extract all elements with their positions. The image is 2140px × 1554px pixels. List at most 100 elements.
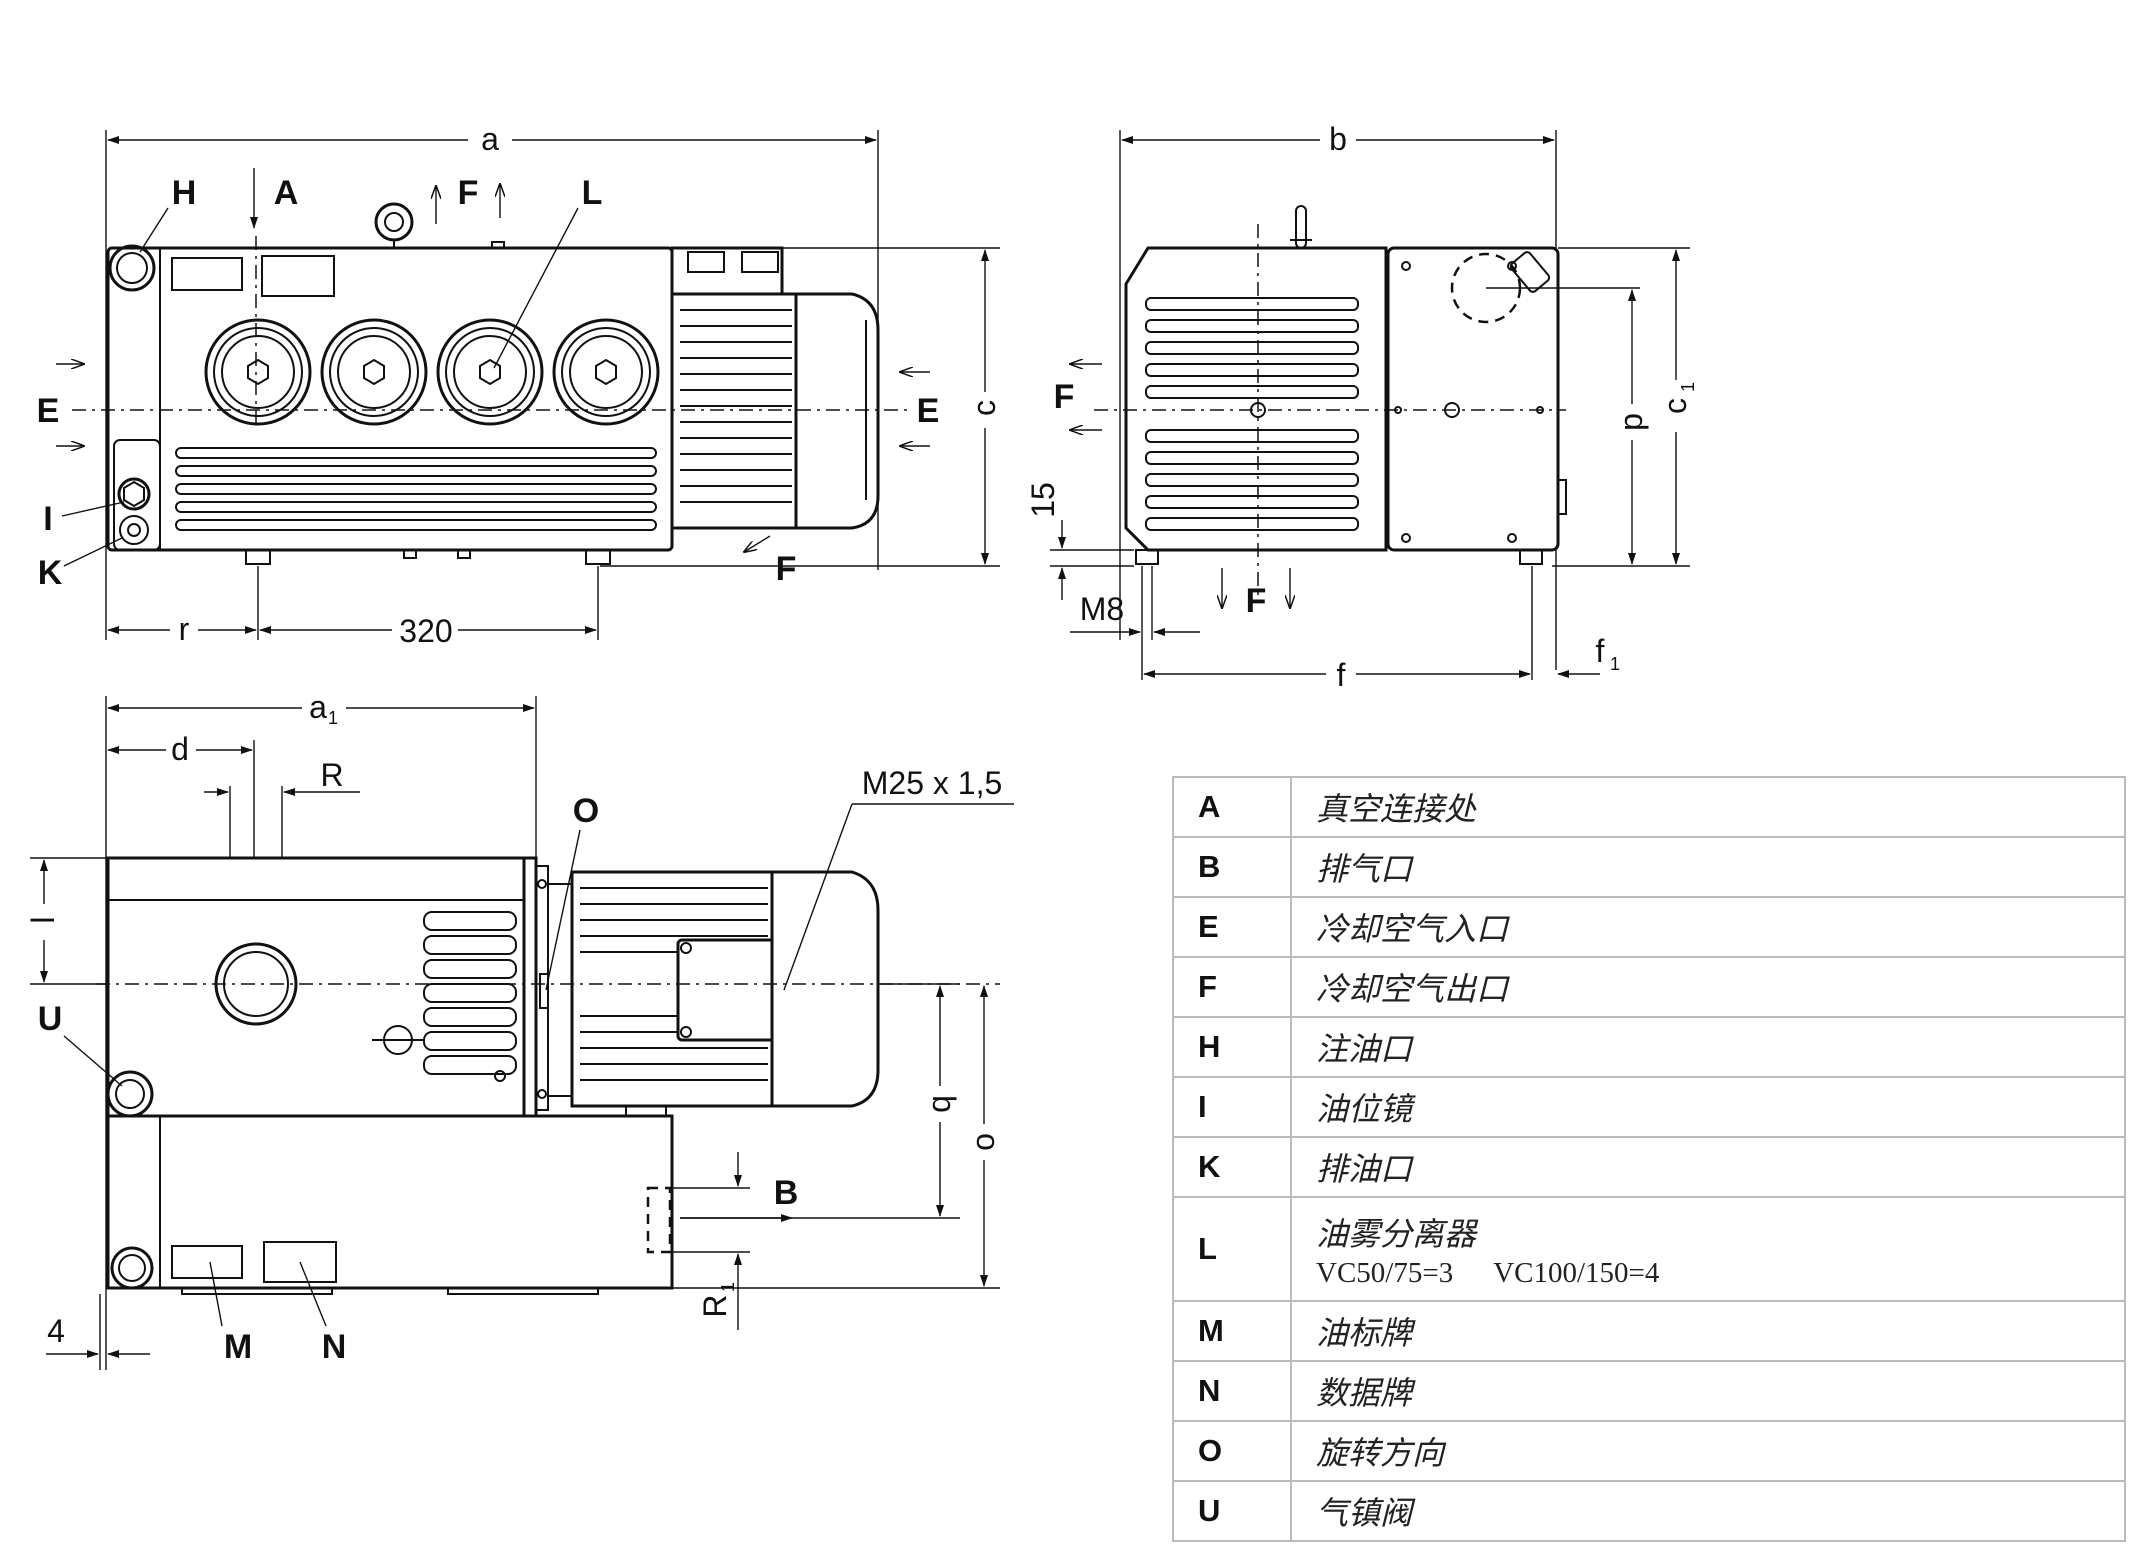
marker-O: O: [573, 792, 599, 830]
dim-q: q: [921, 1095, 957, 1113]
motor-cover-plate: [1386, 246, 1560, 552]
dim-c: c: [966, 400, 1002, 416]
legend-description: 旋转方向: [1291, 1420, 2125, 1481]
legend-text: 油雾分离器: [1316, 1214, 1477, 1253]
pump-housing: [106, 246, 674, 552]
cooling-ribs: [175, 447, 657, 531]
legend-row: K 排油口: [1173, 1136, 2125, 1197]
dim-a: a: [481, 121, 499, 157]
legend-key: L: [1173, 1196, 1292, 1301]
oil-filler-plug: [108, 244, 156, 292]
legend-description: 油标牌: [1291, 1300, 2125, 1361]
marker-L: L: [582, 174, 603, 212]
legend-text: 冷却空气入口: [1316, 910, 1509, 948]
legend-description: 注油口: [1291, 1016, 2125, 1077]
legend-subtext-vc50-75: VC50/75=3: [1316, 1256, 1454, 1289]
legend-row: M 油标牌: [1173, 1300, 2125, 1361]
lifting-eye: [374, 202, 414, 242]
legend-text: 注油口: [1316, 1030, 1413, 1068]
dim-R1-sub: 1: [718, 1282, 738, 1292]
dim-f1-sub: 1: [1610, 654, 1620, 674]
legend-description: 油位镜: [1291, 1076, 2125, 1137]
dim-a1: a: [309, 689, 327, 725]
marker-I: I: [43, 500, 52, 538]
dim-15: 15: [1025, 482, 1061, 518]
legend-description: 排油口: [1291, 1136, 2125, 1197]
legend-key: K: [1173, 1136, 1292, 1197]
legend-key: A: [1173, 777, 1292, 837]
legend-description: 排气口: [1291, 836, 2125, 897]
dim-f: f: [1337, 657, 1346, 693]
terminal-box: [676, 938, 788, 1042]
legend-key: B: [1173, 836, 1292, 897]
dim-f1: f: [1596, 633, 1605, 669]
legend-text: 排气口: [1316, 850, 1413, 888]
dim-4: 4: [47, 1313, 65, 1349]
legend-text: 排油口: [1316, 1150, 1413, 1188]
legend-row: N 数据牌: [1173, 1360, 2125, 1421]
dim-l: l: [25, 916, 61, 923]
legend-key: U: [1173, 1480, 1292, 1541]
marker-E-right: E: [917, 392, 940, 430]
legend-text: 油标牌: [1316, 1314, 1413, 1352]
legend-key: E: [1173, 896, 1292, 957]
legend-text: 真空连接处: [1316, 790, 1477, 828]
marker-N: N: [322, 1328, 347, 1366]
legend-description: 冷却空气入口: [1291, 896, 2125, 957]
marker-A: A: [274, 174, 299, 212]
dim-b: b: [1329, 121, 1347, 157]
pump-lower-housing: [106, 1114, 674, 1290]
legend-row: B 排气口: [1173, 836, 2125, 897]
legend-key: H: [1173, 1016, 1292, 1077]
legend-row: E 冷却空气入口: [1173, 896, 2125, 957]
oil-sight-glass: [117, 477, 151, 511]
legend-description: 冷却空气出口: [1291, 956, 2125, 1017]
dim-R: R: [320, 757, 343, 793]
dim-M25: M25 x 1,5: [862, 765, 1003, 801]
legend-text: 旋转方向: [1316, 1434, 1445, 1472]
legend-row: O 旋转方向: [1173, 1420, 2125, 1481]
top-view: a 1 d R l: [25, 689, 1014, 1370]
legend-text: 油位镜: [1316, 1090, 1413, 1128]
separator-discs: [204, 318, 660, 426]
marker-B: B: [774, 1174, 799, 1212]
legend-description: 气镇阀: [1291, 1480, 2125, 1541]
legend-key: N: [1173, 1360, 1292, 1421]
dim-d: d: [171, 731, 189, 767]
motor-top: [547, 870, 880, 1117]
dim-c1: c: [1657, 398, 1693, 414]
marker-F-top: F: [458, 174, 479, 212]
oil-filler-bottom: [110, 1246, 154, 1290]
legend-row: F 冷却空气出口: [1173, 956, 2125, 1017]
legend-key: I: [1173, 1076, 1292, 1137]
legend-table: A 真空连接处 B 排气口 E 冷却空气入口 F 冷却空气出口 H 注油口 I 油位镜 K 排油口 L 油雾分…: [1172, 776, 2126, 1542]
legend-subtext: VC50/75=3 VC100/150=4: [1316, 1257, 2124, 1290]
dim-o: o: [965, 1133, 1001, 1151]
legend-text: 气镇阀: [1316, 1494, 1413, 1532]
dim-c1-sub: 1: [1678, 382, 1698, 392]
front-view: a c: [37, 121, 1002, 649]
legend-key: O: [1173, 1420, 1292, 1481]
pump-top-housing: [106, 856, 526, 1118]
dim-M8: M8: [1080, 591, 1124, 627]
dim-a1-sub: 1: [328, 708, 338, 728]
legend-description: 真空连接处: [1291, 777, 2125, 837]
legend-subtext-vc100-150: VC100/150=4: [1493, 1256, 1660, 1289]
marker-M: M: [224, 1328, 252, 1366]
side-vent-slots: [1145, 297, 1359, 531]
legend-body: A 真空连接处 B 排气口 E 冷却空气入口 F 冷却空气出口 H 注油口 I 油位镜 K 排油口 L 油雾分…: [1173, 777, 2125, 1541]
legend-text: 数据牌: [1316, 1374, 1413, 1412]
dim-R1: R: [697, 1294, 733, 1317]
legend-row: U 气镇阀: [1173, 1480, 2125, 1541]
oil-drain-plug: [119, 515, 149, 545]
marker-H: H: [172, 174, 197, 212]
marker-U: U: [38, 1000, 63, 1038]
motor: [670, 246, 880, 530]
legend-key: F: [1173, 956, 1292, 1017]
legend-text: 冷却空气出口: [1316, 970, 1509, 1008]
legend-key: M: [1173, 1300, 1292, 1361]
marker-E-left: E: [37, 392, 60, 430]
